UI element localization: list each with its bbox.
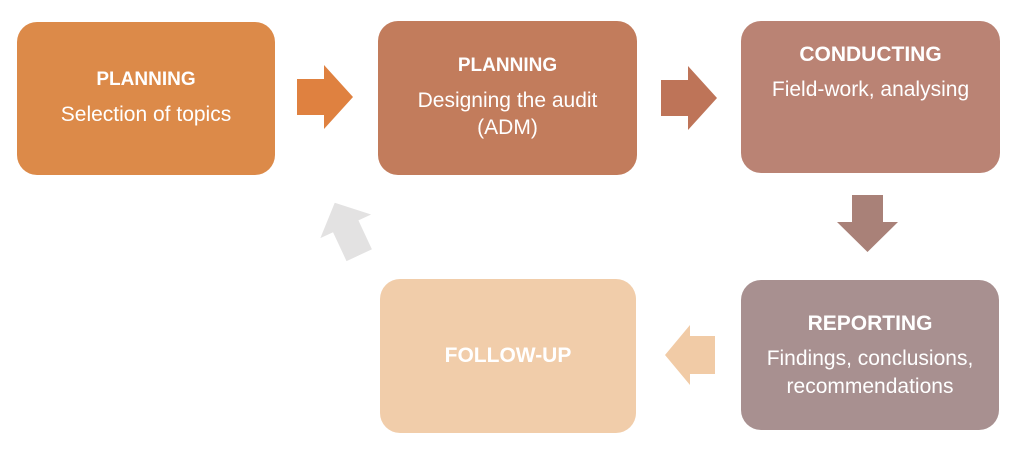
arrow-up-shape bbox=[320, 202, 372, 262]
arrow-right-shape bbox=[297, 65, 353, 129]
arrow-right-icon bbox=[661, 66, 717, 130]
box-reporting: REPORTING Findings, conclusions, recomme… bbox=[741, 280, 999, 430]
box-planning-designing-body: Designing the audit (ADM) bbox=[417, 88, 598, 140]
box-conducting-title: CONDUCTING bbox=[799, 43, 942, 66]
box-follow-up: FOLLOW-UP bbox=[380, 279, 636, 433]
arrow-right-shape bbox=[661, 66, 717, 130]
box-follow-up-title: FOLLOW-UP bbox=[444, 344, 572, 368]
box-planning-designing: PLANNING Designing the audit (ADM) bbox=[378, 21, 637, 175]
arrow-down-icon bbox=[837, 195, 898, 252]
box-planning-selection: PLANNING Selection of topics bbox=[17, 22, 275, 175]
arrow-right-icon bbox=[297, 65, 353, 129]
arrow-left-shape bbox=[665, 325, 715, 385]
arrow-up-icon bbox=[320, 202, 372, 262]
box-planning-designing-title: PLANNING bbox=[457, 54, 558, 76]
box-conducting-body: Field-work, analysing bbox=[771, 78, 970, 102]
box-reporting-body: Findings, conclusions, recommendations bbox=[766, 346, 974, 398]
box-reporting-title: REPORTING bbox=[807, 311, 933, 335]
box-planning-selection-title: PLANNING bbox=[96, 69, 196, 91]
box-conducting: CONDUCTING Field-work, analysing bbox=[741, 21, 1000, 173]
box-planning-selection-body: Selection of topics bbox=[60, 102, 232, 126]
arrow-left-icon bbox=[665, 325, 715, 385]
arrow-down-shape bbox=[837, 195, 898, 252]
